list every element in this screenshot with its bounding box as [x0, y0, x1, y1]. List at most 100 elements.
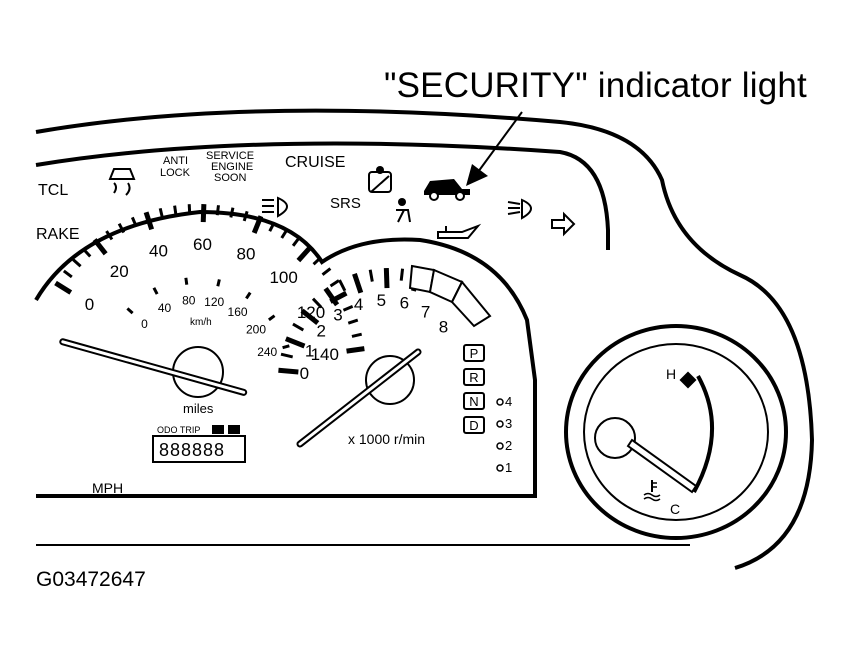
speedo-tick: [342, 304, 354, 312]
odometer-display: [152, 435, 246, 463]
tach-label: 0: [300, 364, 309, 383]
cruise-label: CRUISE: [285, 154, 345, 171]
trip-icon: [228, 425, 240, 434]
gear-letter: R: [469, 370, 478, 385]
seatbelt-icon: [368, 166, 392, 193]
srs-label: SRS: [330, 195, 361, 212]
temp-gauge-needle: [626, 438, 698, 494]
range-number: 2: [505, 438, 512, 453]
speedo-mph-label: 100: [269, 268, 297, 287]
temp-gauge-outer: [564, 324, 788, 540]
speedo-tick: [82, 248, 92, 258]
tach-label: 5: [377, 291, 386, 310]
range-number: 4: [505, 394, 512, 409]
service-label-1: SERVICE: [206, 150, 254, 162]
airbag-icon: [396, 198, 411, 223]
speedo-kmh-tick: [126, 307, 134, 315]
tach-tick: [292, 322, 305, 332]
speedo-tick: [291, 236, 301, 247]
speedo-rim: [34, 209, 537, 498]
mph-unit-label: MPH: [92, 480, 123, 496]
speedo-mph-label: 60: [193, 235, 212, 254]
range-number: 1: [505, 460, 512, 475]
speedo-kmh-tick: [152, 287, 159, 295]
speedo-mph-label: 140: [311, 345, 339, 364]
coolant-temp-icon: [643, 480, 661, 502]
tach-label: 7: [421, 303, 430, 322]
speedo-tick: [200, 204, 207, 223]
service-label-2: ENGINE: [211, 161, 253, 173]
cluster-bezel-inner: [35, 141, 610, 250]
speedo-tick: [117, 222, 126, 234]
tach-tick: [323, 286, 340, 307]
range-number: 3: [505, 416, 512, 431]
speedo-tick: [158, 207, 164, 219]
gear-box: [463, 392, 485, 410]
range-lamp: [496, 398, 504, 406]
speedo-mph-label: 40: [149, 241, 168, 260]
temp-hot-label: H: [666, 366, 676, 382]
gear-box: [463, 368, 485, 386]
tach-tick: [300, 308, 320, 326]
tach-label: 2: [316, 321, 325, 340]
tach-tick: [280, 352, 294, 359]
skid-icon: [108, 168, 136, 196]
speedo-tick: [268, 221, 276, 232]
odometer-value: 888888: [159, 440, 225, 460]
headlight-icon: [262, 196, 288, 218]
speedo-tick: [347, 318, 359, 325]
speedo-mph-label: 120: [297, 303, 325, 322]
gear-letter: D: [469, 418, 478, 433]
kmh-unit-label: km/h: [190, 317, 212, 328]
speedo-kmh-label: 160: [228, 305, 248, 319]
tach-label: 3: [333, 306, 342, 325]
odo-trip-label: ODO TRIP: [157, 425, 200, 435]
tach-tick: [368, 269, 374, 282]
speedometer-ticks: [54, 204, 365, 354]
tach-tick: [311, 297, 323, 309]
speedo-tick: [72, 258, 82, 268]
tach-tick: [383, 267, 390, 289]
speedo-tick: [130, 216, 138, 228]
speedo-kmh-label: 40: [158, 301, 172, 315]
service-label-3: SOON: [214, 172, 246, 184]
brake-label: RAKE: [36, 226, 80, 243]
oil-can-icon: [437, 223, 482, 239]
odo-icon: [212, 425, 224, 434]
cluster-bezel-outer: [35, 108, 815, 570]
security-callout-label: "SECURITY" indicator light: [384, 66, 807, 105]
temp-gauge-inner: [583, 343, 769, 521]
speedo-tick: [312, 256, 322, 266]
speedo-tick: [62, 269, 73, 279]
tach-label: 6: [400, 294, 409, 313]
fog-light-icon: [507, 198, 532, 220]
speedo-tick: [242, 210, 249, 222]
tach-needle-core: [298, 350, 420, 446]
speedo-kmh-tick: [184, 277, 189, 285]
speedo-tick: [173, 205, 178, 216]
speedometer-needle: [59, 338, 248, 396]
tach-tick: [352, 272, 364, 294]
tachometer-ticks: [278, 267, 421, 375]
tachometer-redline-band: [408, 264, 492, 328]
range-lamp: [496, 442, 504, 450]
tcl-label: TCL: [38, 182, 68, 199]
speedo-kmh-label: 0: [141, 317, 148, 331]
temp-cold-label: C: [670, 501, 680, 517]
speedo-mph-label: 80: [236, 244, 255, 263]
tach-tick: [278, 367, 299, 375]
figure-id: G03472647: [36, 568, 146, 591]
speedo-tick: [54, 280, 73, 295]
speedo-tick: [215, 205, 220, 216]
range-lamp: [496, 464, 504, 472]
speedo-tick: [321, 267, 332, 276]
speedo-kmh-label: 200: [246, 322, 266, 336]
speedo-tick: [329, 279, 340, 288]
speedo-mph-label: 0: [85, 295, 94, 314]
odometer-unit-label: miles: [183, 401, 214, 416]
anti-lock-label-1: ANTI: [163, 155, 188, 167]
